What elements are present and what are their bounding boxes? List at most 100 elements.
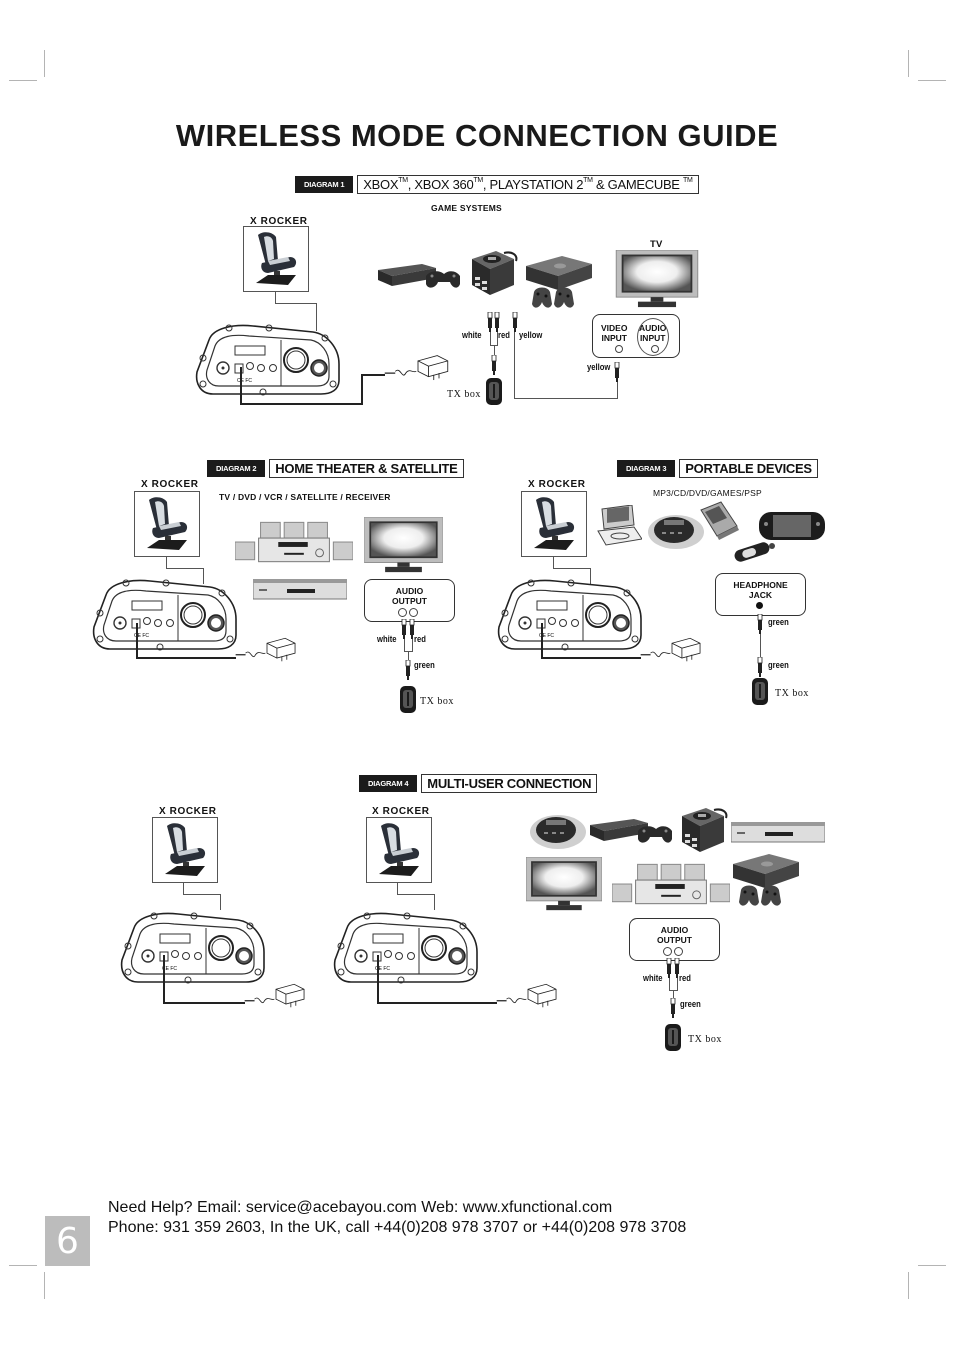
diagram3-tag: DIAGRAM 3 bbox=[617, 460, 676, 477]
power-adapter-image bbox=[243, 982, 309, 1008]
power-cable bbox=[240, 367, 242, 404]
rca-plug-green bbox=[405, 660, 411, 680]
audio-jack bbox=[651, 345, 659, 353]
tx-box-image bbox=[398, 684, 418, 714]
power-cable bbox=[541, 657, 641, 659]
tx-box-label: TX box bbox=[775, 688, 809, 699]
rca-plug-yellow-tv bbox=[614, 362, 620, 382]
crop-mark bbox=[918, 1265, 946, 1266]
xbox-console-image bbox=[731, 850, 801, 910]
cable-label-red: red bbox=[679, 973, 691, 983]
control-panel-image bbox=[193, 318, 343, 398]
power-cable bbox=[377, 955, 379, 1003]
audio-jack-red bbox=[409, 608, 418, 617]
power-adapter-image bbox=[495, 982, 561, 1008]
headphone-jack bbox=[756, 602, 763, 609]
mini-plug-top bbox=[757, 614, 763, 634]
cable-label-green: green bbox=[680, 999, 701, 1009]
audio-cable bbox=[408, 651, 409, 661]
power-cable bbox=[163, 1002, 245, 1004]
gamecube-console-image bbox=[468, 247, 518, 297]
x-rocker-label: X ROCKER bbox=[250, 216, 308, 227]
chair-cable bbox=[275, 303, 317, 304]
diagram1-label: XBOXTM, XBOX 360TM, PLAYSTATION 2TM & GA… bbox=[357, 175, 699, 194]
chair-cable bbox=[183, 882, 184, 894]
power-adapter-image bbox=[383, 353, 453, 381]
x-rocker-chair-image bbox=[521, 491, 587, 557]
x-rocker-label: X ROCKER bbox=[159, 806, 217, 817]
tx-box-label: TX box bbox=[420, 696, 454, 707]
chair-cable bbox=[183, 894, 221, 895]
tv-image bbox=[520, 857, 608, 911]
audio-cable bbox=[497, 332, 498, 346]
psp-image bbox=[757, 508, 827, 542]
page-title: WIRELESS MODE CONNECTION GUIDE bbox=[175, 118, 779, 153]
x-rocker-chair-image bbox=[366, 817, 432, 883]
tx-box-label: TX box bbox=[688, 1034, 722, 1045]
crop-mark bbox=[908, 1272, 909, 1299]
chair-cable bbox=[166, 556, 167, 568]
control-panel-image bbox=[331, 906, 481, 986]
audio-input-highlight bbox=[637, 318, 669, 356]
video-cable bbox=[514, 332, 515, 398]
help-contact-line: Need Help? Email: service@acebayou.com W… bbox=[108, 1199, 613, 1216]
tx-box-image bbox=[750, 676, 770, 706]
cable-label-red: red bbox=[498, 330, 510, 340]
power-cable bbox=[377, 1002, 497, 1004]
cable-label-green: green bbox=[414, 660, 435, 670]
video-cable bbox=[617, 380, 618, 399]
diagram1-tag: DIAGRAM 1 bbox=[295, 176, 354, 193]
headphone-cable bbox=[760, 634, 761, 658]
crop-mark bbox=[9, 1265, 37, 1266]
cable-label-white: white bbox=[377, 634, 397, 644]
x-rocker-chair-image bbox=[134, 491, 200, 557]
chair-cable bbox=[275, 291, 276, 303]
gamecube-console-image bbox=[678, 804, 728, 854]
diagram3-label: PORTABLE DEVICES bbox=[679, 459, 818, 478]
chair-cable bbox=[590, 568, 591, 584]
diagram2-header: DIAGRAM 2 HOME THEATER & SATELLITE bbox=[207, 459, 464, 478]
audio-jack-white bbox=[663, 947, 672, 956]
audio-cable bbox=[494, 345, 495, 357]
power-cable bbox=[240, 403, 362, 405]
diagram2-tag: DIAGRAM 2 bbox=[207, 460, 266, 477]
x-rocker-label: X ROCKER bbox=[141, 479, 199, 490]
control-panel-image bbox=[118, 906, 268, 986]
chair-cable bbox=[316, 303, 317, 331]
home-theater-image bbox=[612, 862, 730, 908]
phone-contact-line: Phone: 931 359 2603, In the UK, call +44… bbox=[108, 1219, 687, 1236]
audio-cable bbox=[673, 990, 674, 999]
chair-cable bbox=[553, 556, 554, 568]
audio-cable bbox=[669, 978, 670, 991]
chair-cable bbox=[434, 894, 435, 910]
audio-jack-red bbox=[674, 947, 683, 956]
crop-mark bbox=[9, 80, 37, 81]
rca-plug-yellow bbox=[512, 312, 518, 332]
tx-box-label: TX box bbox=[447, 389, 481, 400]
mp3-player-image bbox=[732, 540, 776, 562]
rca-plug-white bbox=[401, 619, 407, 639]
tx-box-image bbox=[484, 376, 504, 406]
power-cable bbox=[163, 955, 165, 1003]
audio-cable bbox=[404, 639, 405, 652]
ps2-console-image bbox=[590, 815, 674, 845]
page-number: 6 bbox=[45, 1216, 90, 1266]
chair-cable bbox=[166, 568, 204, 569]
rca-plug-red bbox=[494, 312, 500, 332]
power-cable bbox=[361, 374, 363, 405]
cd-player-image bbox=[528, 810, 588, 850]
tv-image bbox=[360, 517, 447, 573]
rca-plug-white bbox=[487, 312, 493, 332]
audio-cable bbox=[490, 332, 491, 346]
ps2-console-image bbox=[378, 260, 462, 290]
diagram2-caption: TV / DVD / VCR / SATELLITE / RECEIVER bbox=[219, 492, 391, 502]
cable-label-yellow: yellow bbox=[519, 330, 543, 340]
tv-image bbox=[612, 250, 702, 308]
cable-label-yellow-tv: yellow bbox=[587, 362, 611, 372]
portable-dvd-image bbox=[596, 505, 642, 549]
